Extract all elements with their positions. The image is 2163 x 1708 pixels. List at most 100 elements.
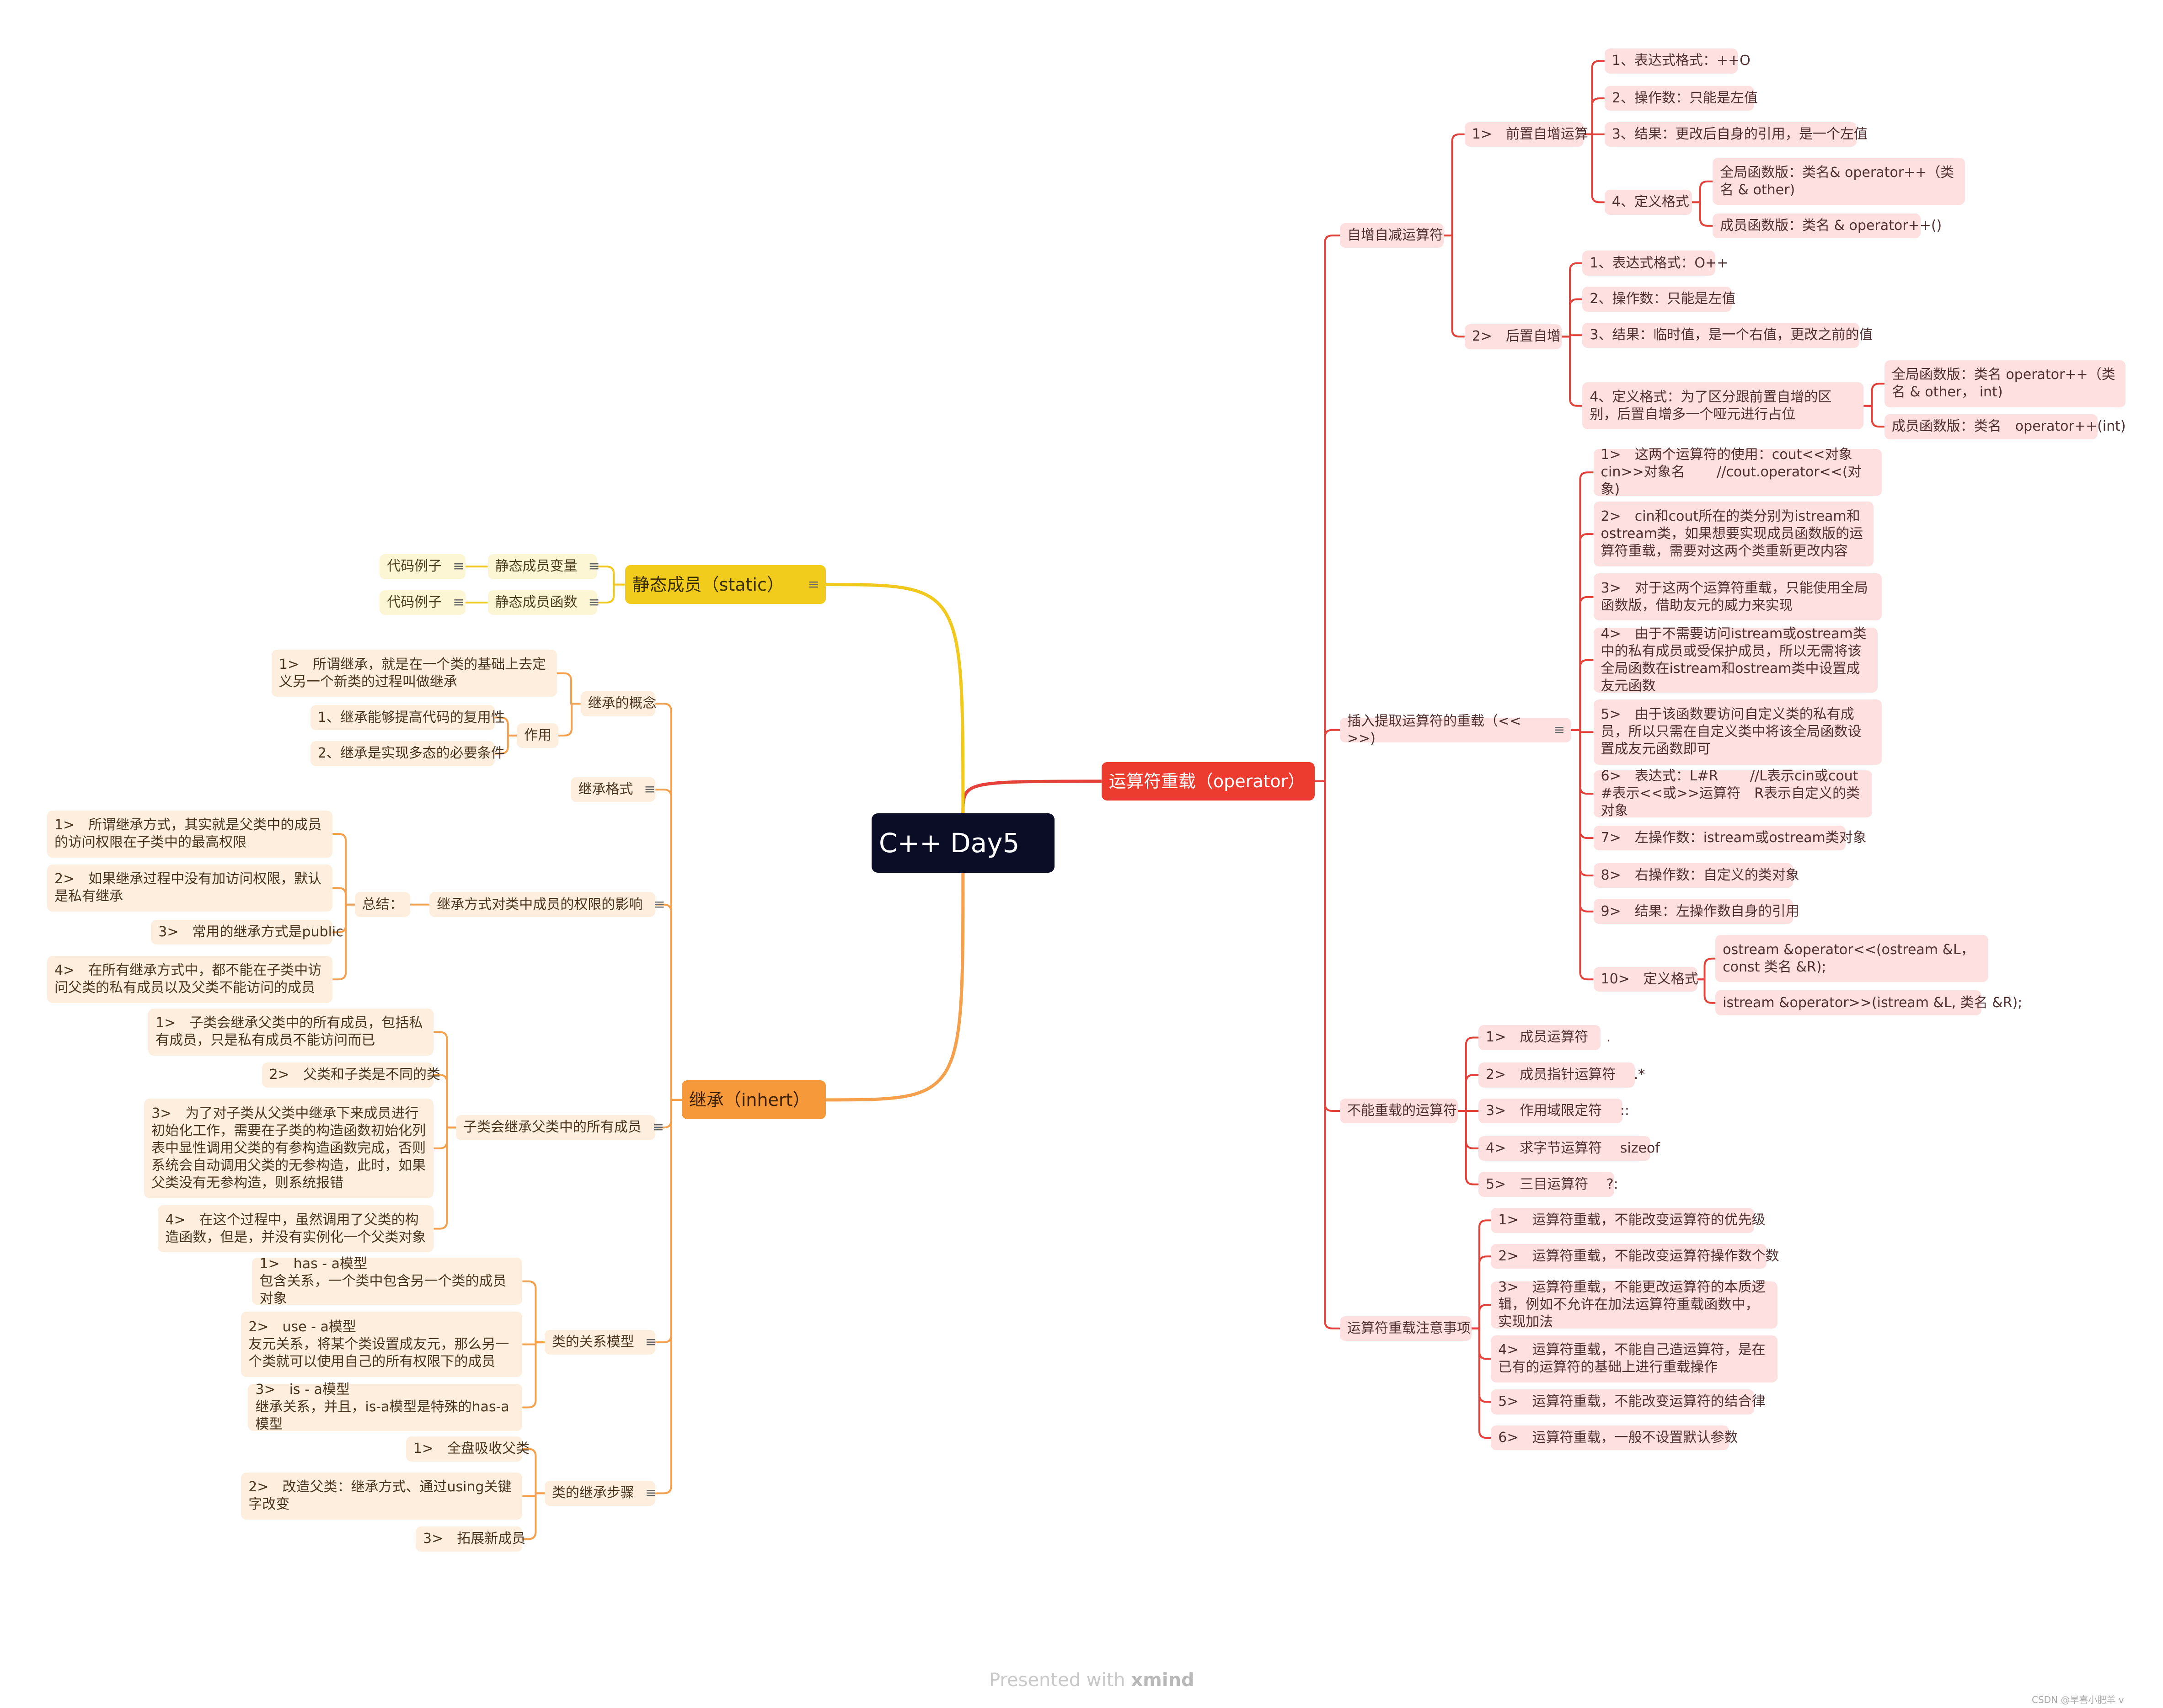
stream-item[interactable]: 9> 结果：左操作数自身的引用 [1593, 899, 1799, 924]
stream-def-item-label: ostream &operator<<(ostream &L，const 类名 … [1723, 941, 1975, 975]
inherit-role-item[interactable]: 2、继承是实现多态的必要条件 [310, 741, 505, 766]
static-member-variable[interactable]: 静态成员变量≡ [487, 554, 600, 579]
connector-line [825, 583, 965, 813]
caution-item[interactable]: 6> 运算符重载，一般不设置默认参数 [1491, 1425, 1738, 1451]
pre-inc-def-item[interactable]: 成员函数版：类名 & operator++() [1713, 213, 1942, 239]
inherit-concept-topic[interactable]: 继承的概念 [580, 691, 657, 716]
connector-line [1584, 97, 1605, 135]
class-relation-models-topic[interactable]: 类的关系模型≡ [544, 1329, 657, 1355]
connector-line [1457, 1036, 1479, 1112]
main-topic-operator[interactable]: 运算符重载（operator） [1101, 762, 1315, 801]
non-overloadable-item[interactable]: 1> 成员运算符 . [1478, 1025, 1611, 1050]
connector-line [1571, 729, 1594, 839]
pre-inc-def-item[interactable]: 全局函数版：类名& operator++（类名 & other) [1713, 158, 1965, 205]
connector-line [1561, 298, 1583, 338]
non-overloadable-item[interactable]: 5> 三目运算符 ?: [1478, 1172, 1618, 1197]
connector-line [1315, 235, 1340, 782]
connector-line [961, 779, 1102, 813]
post-increment-topic[interactable]: 2> 后置自增 [1464, 324, 1562, 349]
stream-def-item[interactable]: ostream &operator<<(ostream &L，const 类名 … [1715, 935, 1989, 982]
non-overloadable-topic[interactable]: 不能重载的运算符 [1340, 1098, 1458, 1124]
stream-item[interactable]: 2> cin和cout所在的类分别为istream和ostream类，如果想要实… [1593, 501, 1874, 567]
post-inc-def-item[interactable]: 成员函数版：类名 operator++(int) [1884, 414, 2126, 439]
inherit-all-members-topic[interactable]: 子类会继承父类中的所有成员≡ [455, 1115, 664, 1140]
non-overloadable-item[interactable]: 3> 作用域限定符 :: [1478, 1098, 1629, 1124]
post-inc-item-label: 1、表达式格式：O++ [1590, 255, 1729, 271]
post-inc-item[interactable]: 2、操作数：只能是左值 [1582, 287, 1735, 312]
inherit-step-item[interactable]: 1> 全盘吸收父类 [406, 1436, 530, 1462]
inherit-format-topic[interactable]: 继承格式≡ [571, 777, 656, 802]
inherit-step-item[interactable]: 2> 改造父类：继承方式、通过using关键字改变 [241, 1472, 523, 1520]
post-inc-item-label: 3、结果：临时值，是一个右值，更改之前的值 [1590, 327, 1873, 343]
all-members-item[interactable]: 2> 父类和子类是不同的类 [262, 1062, 440, 1088]
inherit-role-item-label: 2、继承是实现多态的必要条件 [317, 745, 505, 762]
summary-topic[interactable]: 总结： [354, 892, 410, 917]
inherit-step-item[interactable]: 3> 拓展新成员 [416, 1527, 525, 1552]
inherit-concept-item[interactable]: 1> 所谓继承，就是在一个类的基础上去定义另一个新类的过程叫做继承 [271, 650, 557, 697]
stream-item[interactable]: 6> 表达式：L#R //L表示cin或cout #表示<<或>>运算符 R表示… [1593, 768, 1876, 819]
all-members-item[interactable]: 4> 在这个过程中，虽然调用了父类的构造函数，但是，并没有实例化一个父类对象 [158, 1205, 434, 1253]
relation-model-item[interactable]: 1> has - a模型包含关系，一个类中包含另一个类的成员对象 [252, 1256, 523, 1307]
pre-inc-item[interactable]: 3、结果：更改后自身的引用，是一个左值 [1604, 122, 1868, 147]
inherit-role-item[interactable]: 1、继承能够提高代码的复用性 [310, 705, 505, 730]
connector-line [1692, 180, 1713, 203]
stream-item[interactable]: 7> 左操作数：istream或ostream类对象 [1593, 825, 1867, 851]
stream-item[interactable]: 3> 对于这两个运算符重载，只能使用全局函数版，借助友元的威力来实现 [1593, 573, 1882, 621]
caution-item[interactable]: 4> 运算符重载，不能自己造运算符，是在已有的运算符的基础上进行重载操作 [1491, 1335, 1778, 1382]
non-overloadable-item[interactable]: 2> 成员指针运算符 .* [1478, 1062, 1645, 1088]
post-inc-item[interactable]: 3、结果：临时值，是一个右值，更改之前的值 [1582, 322, 1873, 348]
post-inc-item[interactable]: 1、表达式格式：O++ [1582, 251, 1728, 276]
stream-item[interactable]: 8> 右操作数：自定义的类对象 [1593, 863, 1799, 888]
pre-inc-item[interactable]: 2、操作数：只能是左值 [1604, 85, 1758, 111]
code-example-label: 代码例子 [387, 594, 442, 611]
static-member-function[interactable]: 静态成员函数≡ [487, 590, 600, 615]
summary-item[interactable]: 4> 在所有继承方式中，都不能在子类中访问父类的私有成员以及父类不能访问的成员 [47, 955, 333, 1003]
incdec-topic[interactable]: 自增自减运算符 [1340, 223, 1444, 248]
post-inc-def-topic[interactable]: 4、定义格式：为了区分跟前置自增的区别，后置自增多一个哑元进行占位 [1582, 382, 1864, 430]
stream-overload-topic-label: 插入提取运算符的重载（<< >>) [1347, 713, 1535, 747]
stream-item[interactable]: 1> 这两个运算符的使用：cout<<对象 cin>>对象名 //cout.op… [1593, 447, 1882, 497]
pre-increment-topic[interactable]: 1> 前置自增运算 [1464, 122, 1588, 147]
non-overloadable-item[interactable]: 4> 求字节运算符 sizeof [1478, 1136, 1660, 1161]
stream-item[interactable]: 4> 由于不需要访问istream或ostream类中的私有成员或受保护成员，所… [1593, 626, 1878, 694]
post-inc-def-item-label: 全局函数版：类名 operator++（类名 & other， int) [1891, 367, 2115, 400]
stream-item[interactable]: 5> 由于该函数要访问自定义类的私有成员，所以只需在自定义类中将该全局函数设置成… [1593, 699, 1882, 765]
caution-item[interactable]: 3> 运算符重载，不能更改运算符的本质逻辑，例如不允许在加法运算符重载函数中，实… [1491, 1279, 1778, 1330]
stream-def-topic[interactable]: 10> 定义格式 [1593, 966, 1698, 992]
connector-line [1571, 729, 1594, 795]
pre-inc-item[interactable]: 1、表达式格式：++O [1604, 48, 1751, 74]
connector-line [332, 887, 355, 906]
summary-item[interactable]: 2> 如果继承过程中没有加访问权限，默认是私有继承 [47, 864, 333, 912]
all-members-item[interactable]: 3> 为了对子类从父类中继承下来成员进行初始化工作，需要在子类的构造函数初始化列… [144, 1098, 434, 1198]
caution-item[interactable]: 5> 运算符重载，不能改变运算符的结合律 [1491, 1389, 1766, 1414]
notes-icon: ≡ [645, 1485, 657, 1501]
inherit-steps-topic[interactable]: 类的继承步骤≡ [544, 1481, 657, 1506]
root-topic[interactable]: C++ Day5 [871, 813, 1055, 873]
pre-inc-def-topic[interactable]: 4、定义格式 [1604, 190, 1692, 215]
stream-item-label: 6> 表达式：L#R //L表示cin或cout #表示<<或>>运算符 R表示… [1601, 768, 1876, 819]
code-example[interactable]: 代码例子≡ [380, 590, 466, 615]
connector-line [1571, 596, 1594, 731]
summary-item-label: 1> 所谓继承方式，其实就是父类中的成员的访问权限在子类中的最高权限 [54, 817, 322, 851]
stream-overload-topic[interactable]: 插入提取运算符的重载（<< >>)≡ [1340, 713, 1571, 747]
stream-def-item[interactable]: istream &operator>>(istream &L, 类名 &R); [1715, 990, 2022, 1015]
post-inc-def-item[interactable]: 全局函数版：类名 operator++（类名 & other， int) [1884, 360, 2126, 407]
all-members-item-label: 3> 为了对子类从父类中继承下来成员进行初始化工作，需要在子类的构造函数初始化列… [151, 1105, 426, 1191]
relation-model-item[interactable]: 2> use - a模型友元关系，将某个类设置成友元，那么另一个类就可以使用自己… [241, 1312, 523, 1377]
main-topic-inherit[interactable]: 继承（inhert） [681, 1080, 826, 1120]
cautions-topic[interactable]: 运算符重载注意事项 [1340, 1316, 1472, 1341]
main-topic-static[interactable]: 静态成员（static）≡ [625, 565, 826, 604]
summary-item[interactable]: 3> 常用的继承方式是public [151, 919, 343, 945]
connector-line [1471, 1304, 1491, 1329]
code-example[interactable]: 代码例子≡ [380, 554, 466, 579]
connector-line [1863, 405, 1885, 428]
caution-item[interactable]: 2> 运算符重载，不能改变运算符操作数个数 [1491, 1244, 1779, 1269]
inherit-role-topic[interactable]: 作用 [517, 723, 559, 748]
relation-model-item-label: 3> is - a模型继承关系，并且，is-a模型是特殊的has-a模型 [255, 1382, 509, 1433]
relation-model-item[interactable]: 3> is - a模型继承关系，并且，is-a模型是特殊的has-a模型 [248, 1382, 523, 1433]
all-members-item[interactable]: 1> 子类会继承父类中的所有成员，包括私有成员，只是私有成员不能访问而已 [148, 1008, 434, 1056]
caution-item-label: 2> 运算符重载，不能改变运算符操作数个数 [1498, 1248, 1779, 1265]
inherit-access-topic[interactable]: 继承方式对类中成员的权限的影响≡ [429, 892, 665, 917]
summary-item[interactable]: 1> 所谓继承方式，其实就是父类中的成员的访问权限在子类中的最高权限 [47, 810, 333, 858]
caution-item[interactable]: 1> 运算符重载，不能改变运算符的优先级 [1491, 1208, 1766, 1233]
